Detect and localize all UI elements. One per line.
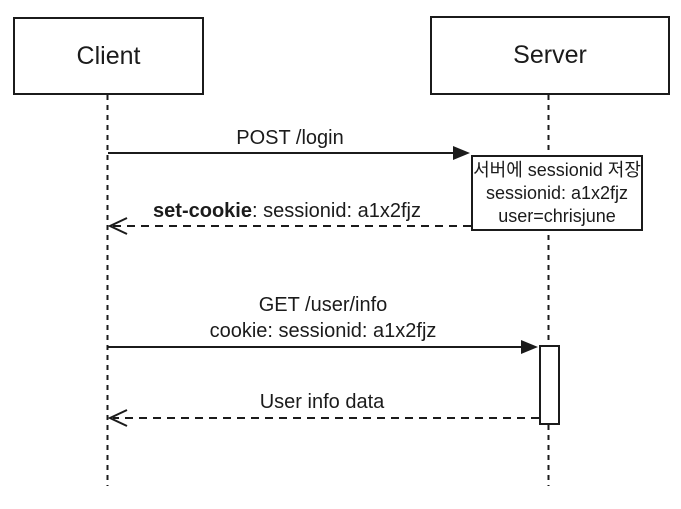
session-note: 서버에 sessionid 저장 sessionid: a1x2fjz user… (471, 155, 643, 231)
get-user-info-label: GET /user/info cookie: sessionid: a1x2fj… (210, 292, 437, 344)
post-login-label: POST /login (236, 127, 344, 149)
set-cookie-label: set-cookie: sessionid: a1x2fjz (153, 200, 421, 223)
server-actor-box: Server (430, 16, 670, 95)
user-info-data-label: User info data (259, 391, 385, 413)
set-cookie-arrowhead-icon (107, 217, 128, 235)
client-actor-label: Client (76, 41, 141, 70)
post-login-arrowhead-icon (453, 146, 470, 160)
get-user-info-arrowhead-icon (521, 340, 538, 354)
server-actor-label: Server (513, 41, 587, 69)
set-cookie-label-bold: set-cookie (153, 200, 252, 222)
user-info-data-arrowhead-icon (107, 409, 128, 427)
server-activation-bar (539, 345, 560, 425)
client-actor-box: Client (13, 17, 204, 95)
get-user-info-label-line1: GET /user/info (258, 294, 388, 316)
note-line-1: 서버에 sessionid 저장 (473, 159, 641, 180)
set-cookie-label-rest: : sessionid: a1x2fjz (251, 200, 421, 222)
note-line-2: sessionid: a1x2fjz (485, 182, 629, 203)
get-user-info-label-line2: cookie: sessionid: a1x2fjz (209, 320, 437, 342)
note-line-3: user=chrisjune (498, 205, 616, 226)
